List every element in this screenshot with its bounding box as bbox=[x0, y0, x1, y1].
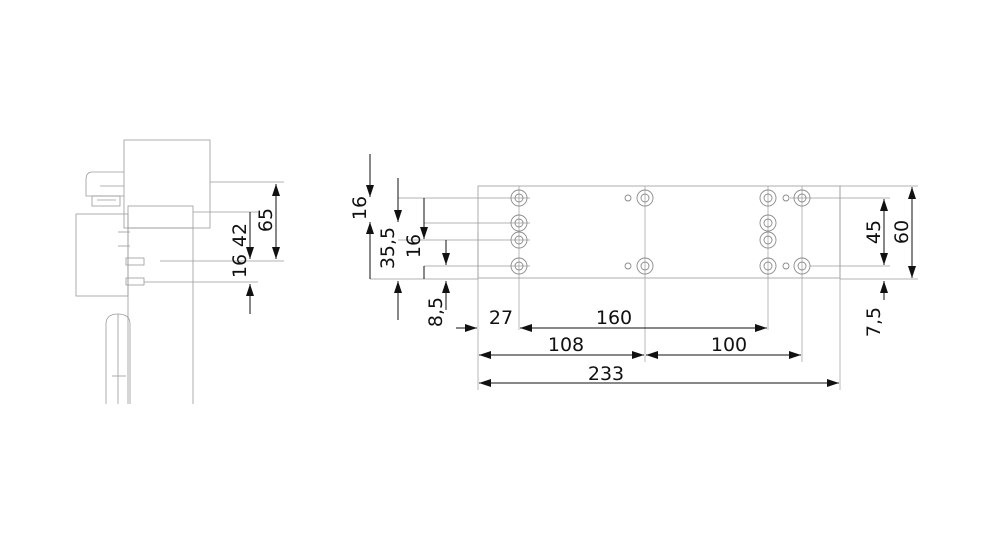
dim-16-side-label: 16 bbox=[229, 254, 251, 278]
dim-16-inner-label: 16 bbox=[403, 234, 425, 258]
hole-column-centre bbox=[624, 189, 654, 275]
plate-view: 16 35,5 16 8,5 45 60 7,5 27 160 108 bbox=[349, 154, 918, 390]
hole-column-right bbox=[759, 189, 811, 275]
dim-100-label: 100 bbox=[711, 334, 747, 356]
side-top-housing bbox=[123, 139, 211, 229]
dim-65-label: 65 bbox=[255, 208, 277, 232]
dim-16-top-label: 16 bbox=[349, 196, 371, 220]
hole-column-left bbox=[510, 189, 528, 275]
dim-8-5-label: 8,5 bbox=[425, 297, 447, 327]
side-mounting-plate bbox=[127, 205, 194, 229]
side-cap bbox=[91, 195, 121, 207]
dim-60-label: 60 bbox=[891, 220, 913, 244]
side-body bbox=[75, 213, 129, 297]
dim-45-label: 45 bbox=[863, 220, 885, 244]
dim-108-label: 108 bbox=[548, 334, 584, 356]
side-arm-piece bbox=[85, 171, 124, 197]
dim-7-5-label: 7,5 bbox=[863, 307, 885, 337]
dim-160-label: 160 bbox=[596, 307, 632, 329]
mounting-plate bbox=[477, 185, 841, 279]
dim-42-label: 42 bbox=[229, 223, 251, 247]
side-view: 65 42 16 bbox=[75, 139, 284, 404]
dim-27-label: 27 bbox=[489, 307, 513, 329]
dim-233-label: 233 bbox=[588, 363, 624, 385]
dim-35-5-label: 35,5 bbox=[377, 227, 399, 269]
